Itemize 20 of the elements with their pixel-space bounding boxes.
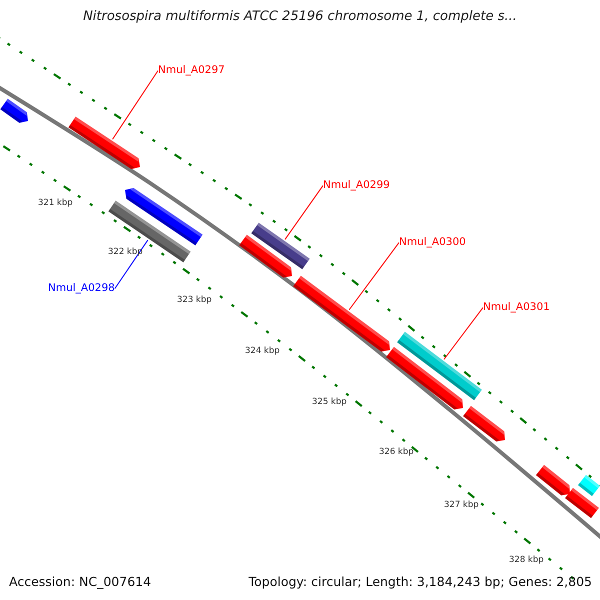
scale-label: 327 kbp xyxy=(444,500,479,510)
gene-label: Nmul_A0300 xyxy=(399,236,466,248)
footer-note: Topology: circular; Length: 3,184,243 bp; Genes: 2,805 xyxy=(248,574,592,589)
gene-label: Nmul_A0299 xyxy=(323,179,390,191)
gene-label: Nmul_A0298 xyxy=(48,282,115,294)
leader-line xyxy=(112,70,158,140)
leader-line xyxy=(284,185,324,240)
gene-label: Nmul_A0301 xyxy=(483,301,550,313)
leader-line xyxy=(348,242,400,310)
scale-label: 326 kbp xyxy=(379,447,414,457)
footer-note: Accession: NC_007614 xyxy=(9,574,152,589)
scale-label: 323 kbp xyxy=(177,295,212,305)
scale-label: 324 kbp xyxy=(245,346,280,356)
map-title: Nitrosospira multiformis ATCC 25196 chromosome 1, complete s... xyxy=(82,9,518,24)
scale-label: 328 kbp xyxy=(509,555,544,565)
gene-label: Nmul_A0297 xyxy=(158,64,225,76)
leader-line xyxy=(114,240,148,290)
scale-label: 321 kbp xyxy=(38,198,73,208)
leader-line xyxy=(444,307,484,360)
scale-label: 325 kbp xyxy=(312,397,347,407)
